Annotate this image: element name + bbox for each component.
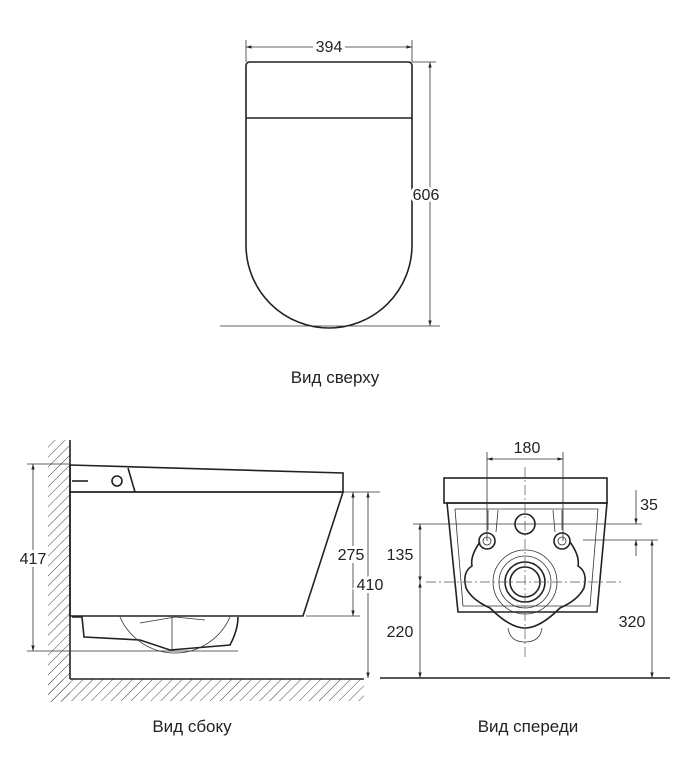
bowl-front bbox=[446, 502, 608, 613]
seat-front bbox=[443, 477, 608, 504]
toilet-outline-top bbox=[245, 61, 413, 329]
top-view: 394 606 Вид сверху bbox=[220, 36, 442, 387]
side-view-caption: Вид сбоку bbox=[152, 717, 232, 736]
length-label: 606 bbox=[413, 187, 440, 204]
front-view-caption: Вид спереди bbox=[478, 717, 579, 736]
offset-label: 35 bbox=[640, 497, 658, 514]
bolt-height-label: 320 bbox=[619, 614, 646, 631]
seat-lid-side bbox=[69, 464, 344, 493]
bolt-spacing-label: 180 bbox=[514, 440, 541, 457]
total-height-label: 417 bbox=[20, 551, 47, 568]
outlet-height-label: 220 bbox=[387, 624, 414, 641]
outlet-to-inlet-label: 135 bbox=[387, 547, 414, 564]
body-height-label: 275 bbox=[338, 547, 365, 564]
button-icon bbox=[111, 475, 123, 487]
floor-hatch bbox=[48, 679, 364, 701]
front-view: 180 35 135 220 320 Вид спереди bbox=[380, 440, 670, 736]
width-label: 394 bbox=[316, 39, 343, 56]
top-view-caption: Вид сверху bbox=[291, 368, 380, 387]
side-view: 417 275 410 Вид сбоку bbox=[17, 440, 386, 736]
mounting-plate bbox=[464, 541, 586, 629]
wall-hatch bbox=[48, 440, 70, 702]
bowl-body-side bbox=[69, 491, 345, 617]
mount-height-label: 410 bbox=[357, 577, 384, 594]
